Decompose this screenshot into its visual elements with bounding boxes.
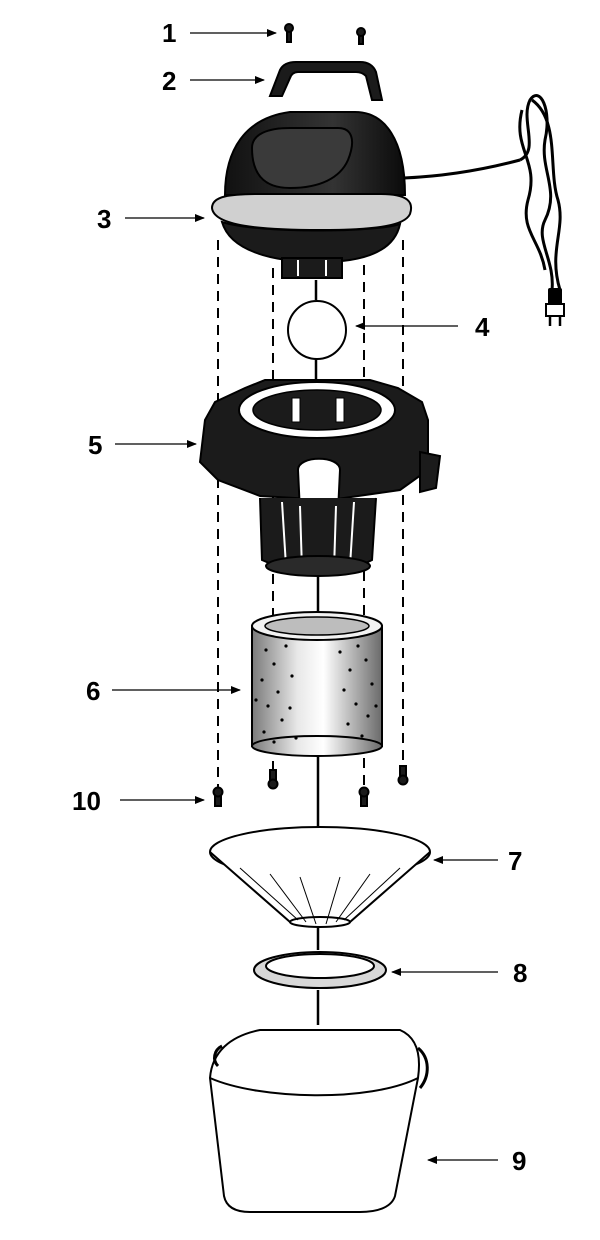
part-5-lid-cage [198,379,442,577]
part-2-handle [268,61,384,101]
callout-4: 4 [475,312,490,342]
part-6-cartridge-filter [251,611,383,757]
callout-10: 10 [72,786,101,816]
part-1-screws [284,23,366,45]
callout-6: 6 [86,676,100,706]
part-3-motor-head [210,94,565,326]
callout-1: 1 [162,18,176,48]
callout-3: 3 [97,204,111,234]
part-7-filter-cone [209,826,431,928]
part-4-disc [287,300,347,360]
callout-8: 8 [513,958,527,988]
callout-7: 7 [508,846,522,876]
callout-labels: 1 2 3 4 5 6 7 8 9 10 [72,18,527,1176]
part-9-tank [208,1029,429,1213]
callout-arrows [112,29,498,1164]
callout-9: 9 [512,1146,526,1176]
filter-texture [254,644,378,744]
part-8-retaining-ring [253,951,387,989]
part-10-screws [212,765,409,807]
callout-5: 5 [88,430,102,460]
callout-2: 2 [162,66,176,96]
